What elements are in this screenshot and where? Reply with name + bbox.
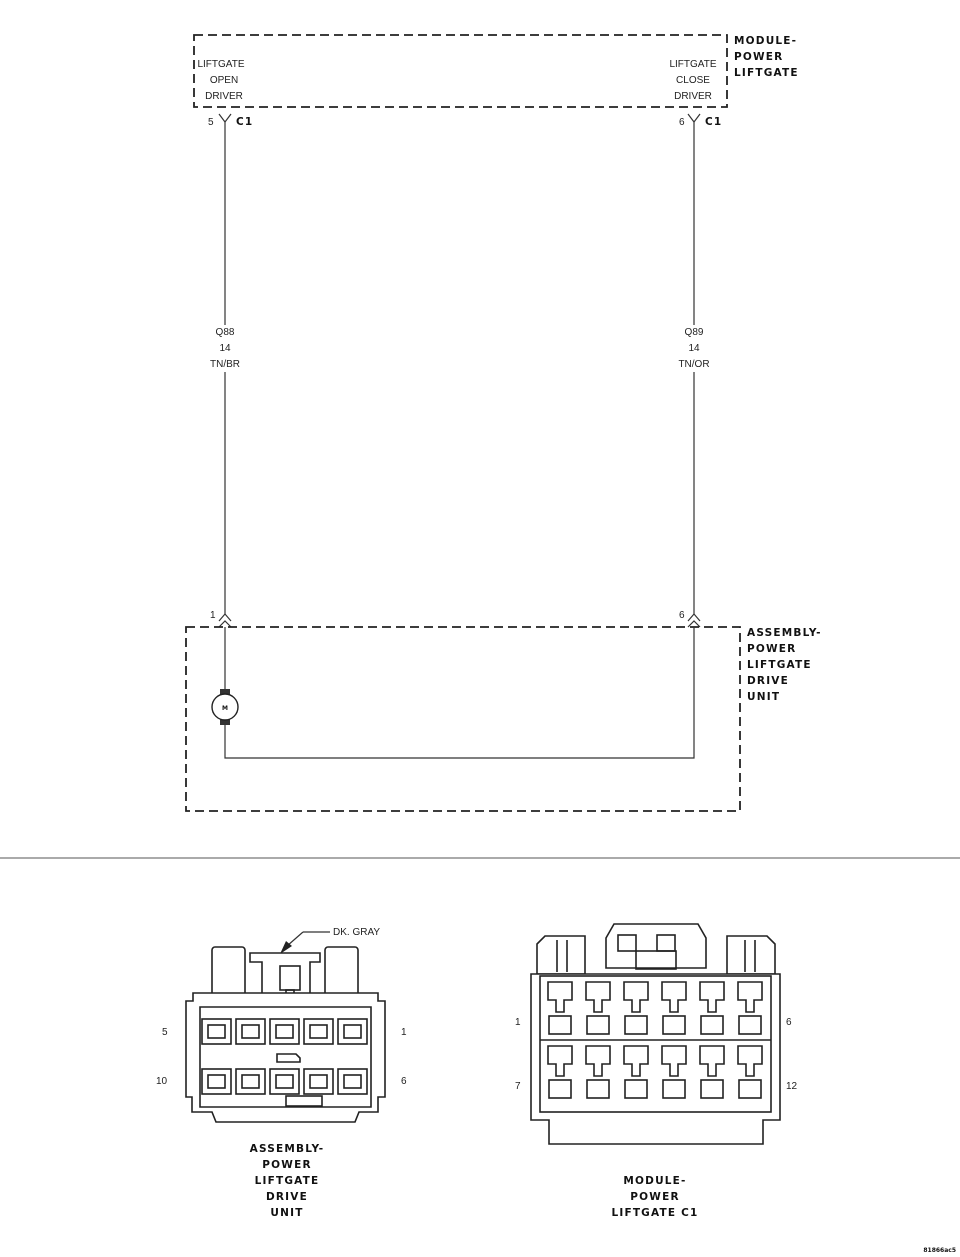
svg-text:Q89: Q89: [685, 327, 704, 338]
svg-text:12: 12: [786, 1081, 798, 1092]
motor-symbol: M: [211, 689, 239, 725]
connector-cavity: [547, 981, 573, 1035]
svg-text:LIFTGATE: LIFTGATE: [669, 59, 716, 70]
svg-text:UNIT: UNIT: [747, 691, 780, 703]
assembly-pin-1: 1: [210, 610, 232, 628]
internal-wire: [224, 627, 695, 759]
assembly-pin-6: 6: [679, 610, 701, 628]
connector-cavity: [623, 1045, 649, 1099]
svg-text:OPEN: OPEN: [210, 75, 238, 86]
connector-cavity: [623, 981, 649, 1035]
svg-text:DK. GRAY: DK. GRAY: [333, 927, 380, 938]
svg-text:POWER: POWER: [747, 643, 796, 655]
module-pin-6-c1: 6 C1: [679, 113, 722, 128]
svg-text:POWER: POWER: [630, 1191, 679, 1203]
svg-text:1: 1: [515, 1017, 521, 1028]
module-c1-caption: MODULE- POWER LIFTGATE C1: [611, 1175, 698, 1219]
connector-cavity: [201, 1018, 232, 1045]
connector-cavity: [585, 1045, 611, 1099]
connector-cavity: [661, 981, 687, 1035]
connector-cavity: [337, 1018, 368, 1045]
assembly-drive-unit-label: ASSEMBLY- POWER LIFTGATE DRIVE UNIT: [747, 627, 822, 703]
svg-text:1: 1: [401, 1027, 407, 1038]
svg-text:POWER: POWER: [734, 51, 783, 63]
svg-text:14: 14: [688, 343, 700, 354]
svg-text:C1: C1: [705, 116, 722, 128]
svg-text:14: 14: [219, 343, 231, 354]
svg-text:TN/OR: TN/OR: [678, 359, 709, 370]
svg-text:POWER: POWER: [262, 1159, 311, 1171]
connector-cavity: [235, 1018, 266, 1045]
connector-cavity: [201, 1068, 232, 1095]
svg-text:Q88: Q88: [216, 327, 235, 338]
connector-cavity: [547, 1045, 573, 1099]
svg-text:CLOSE: CLOSE: [676, 75, 710, 86]
connector-cavity: [737, 1045, 763, 1099]
connector-cavity: [585, 981, 611, 1035]
svg-text:5: 5: [208, 117, 214, 128]
wire-q88-label: Q88 14 TN/BR: [210, 327, 240, 370]
svg-text:UNIT: UNIT: [270, 1207, 303, 1219]
liftgate-open-driver-label: LIFTGATE OPEN DRIVER: [197, 59, 244, 102]
svg-text:C1: C1: [236, 116, 253, 128]
svg-text:6: 6: [679, 610, 685, 621]
module-power-liftgate-label: MODULE- POWER LIFTGATE: [734, 35, 799, 79]
connector-cavity: [661, 1045, 687, 1099]
svg-text:7: 7: [515, 1081, 521, 1092]
drive-unit-caption: ASSEMBLY- POWER LIFTGATE DRIVE UNIT: [250, 1143, 325, 1219]
connector-cavity: [699, 1045, 725, 1099]
assembly-drive-unit-box: [185, 626, 741, 812]
svg-text:DRIVE: DRIVE: [266, 1191, 308, 1203]
drive-unit-connector-view: DK. GRAY 5 1 10 6: [156, 927, 407, 1123]
svg-text:LIFTGATE C1: LIFTGATE C1: [611, 1207, 698, 1219]
svg-text:LIFTGATE: LIFTGATE: [197, 59, 244, 70]
svg-text:1: 1: [210, 610, 216, 621]
svg-text:5: 5: [162, 1027, 168, 1038]
svg-text:DRIVER: DRIVER: [205, 91, 243, 102]
svg-text:LIFTGATE: LIFTGATE: [734, 67, 799, 79]
svg-text:ASSEMBLY-: ASSEMBLY-: [250, 1143, 325, 1155]
svg-text:TN/BR: TN/BR: [210, 359, 240, 370]
svg-text:6: 6: [786, 1017, 792, 1028]
svg-text:M: M: [222, 705, 228, 712]
connector-cavity: [269, 1018, 300, 1045]
connector-cavity: [235, 1068, 266, 1095]
connector-cavity: [303, 1018, 334, 1045]
connector-cavity: [303, 1068, 334, 1095]
svg-text:6: 6: [401, 1076, 407, 1087]
svg-text:LIFTGATE: LIFTGATE: [747, 659, 812, 671]
svg-text:DRIVER: DRIVER: [674, 91, 712, 102]
module-c1-connector-view: 1 6 7 12: [515, 923, 798, 1145]
svg-text:6: 6: [679, 117, 685, 128]
svg-text:LIFTGATE: LIFTGATE: [255, 1175, 320, 1187]
connector-cavity: [269, 1068, 300, 1095]
figure-code: 81866ac5: [923, 1247, 956, 1254]
connector-cavity: [699, 981, 725, 1035]
connector-cavity: [737, 981, 763, 1035]
svg-text:DRIVE: DRIVE: [747, 675, 789, 687]
svg-text:10: 10: [156, 1076, 168, 1087]
module-power-liftgate-box: [193, 34, 728, 108]
svg-text:MODULE-: MODULE-: [623, 1175, 686, 1187]
module-pin-5-c1: 5 C1: [208, 113, 253, 128]
svg-text:MODULE-: MODULE-: [734, 35, 797, 47]
liftgate-close-driver-label: LIFTGATE CLOSE DRIVER: [669, 59, 716, 102]
wire-q89-label: Q89 14 TN/OR: [678, 327, 709, 370]
connector-cavity: [337, 1068, 368, 1095]
svg-text:ASSEMBLY-: ASSEMBLY-: [747, 627, 822, 639]
